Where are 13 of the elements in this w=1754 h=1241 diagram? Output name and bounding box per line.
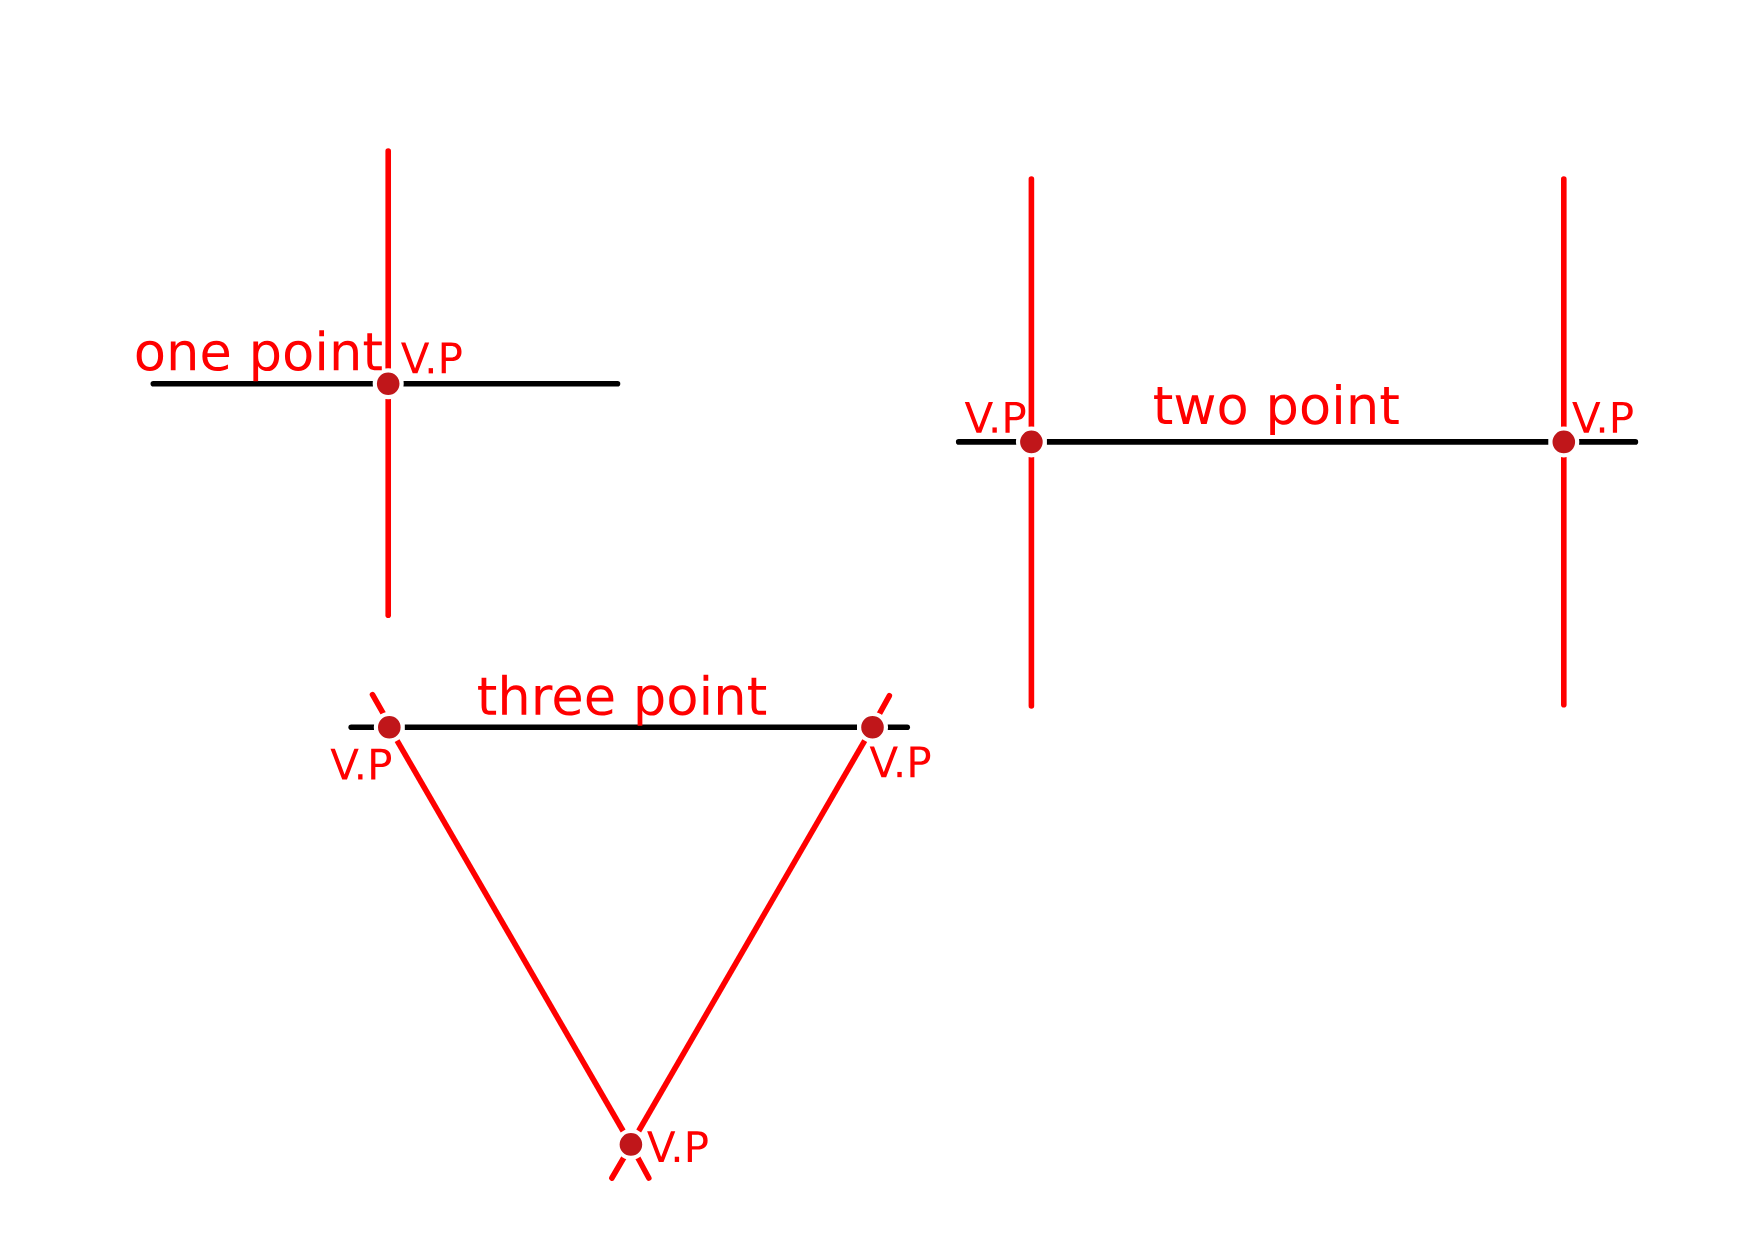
point-label: V.P: [964, 402, 1026, 433]
perspective-label: one point: [136, 330, 382, 382]
perspective-label: two point: [1154, 384, 1399, 436]
perspective-label: three point: [478, 675, 767, 726]
line: [404, 724, 857, 731]
line: [636, 739, 868, 1133]
line: [394, 739, 626, 1133]
point-label: V.P: [330, 748, 391, 780]
point-label: V.P: [1572, 402, 1633, 433]
point-label: V.P: [647, 1131, 708, 1163]
point-label: V.P: [869, 746, 931, 778]
line: [1046, 439, 1549, 445]
point-label: V.P: [401, 342, 462, 374]
